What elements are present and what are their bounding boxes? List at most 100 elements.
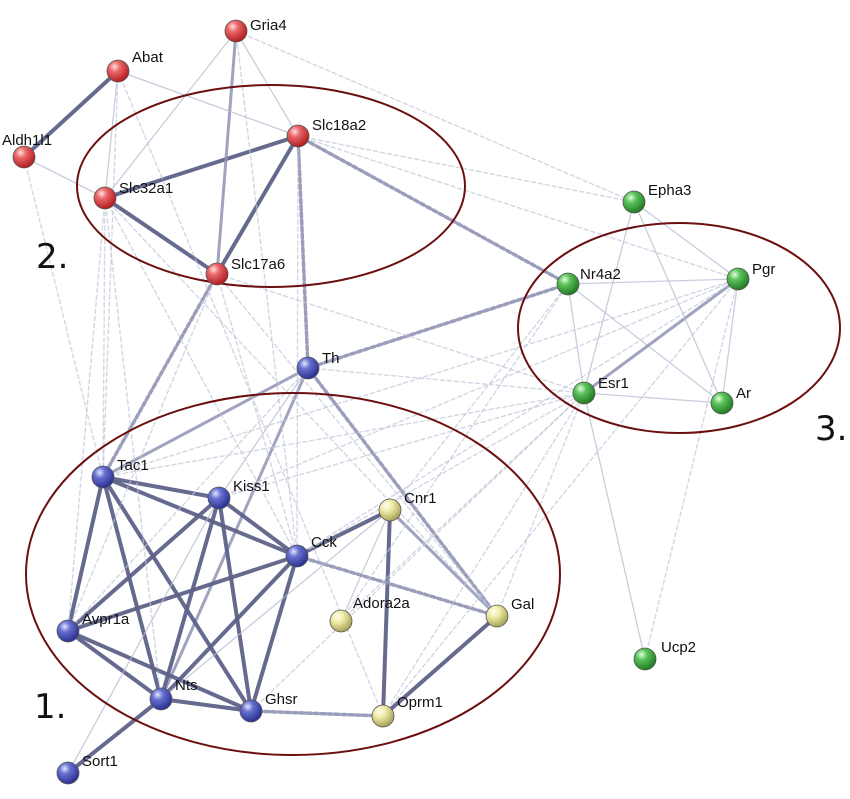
node-cck[interactable]: Cck xyxy=(285,534,337,568)
node-aldh1l1[interactable]: Aldh1l1 xyxy=(2,132,52,169)
node-ar[interactable]: Ar xyxy=(710,385,751,415)
cluster-2-label: 2. xyxy=(36,237,68,277)
node-ball-esr1[interactable] xyxy=(572,381,596,405)
edge-slc18a2-th xyxy=(296,134,310,370)
edge-th-avpr1a xyxy=(67,367,309,632)
node-ball-pgr[interactable] xyxy=(726,267,750,291)
node-ball-th[interactable] xyxy=(296,356,320,380)
node-ghsr[interactable]: Ghsr xyxy=(239,691,298,723)
node-label-adora2a: Adora2a xyxy=(353,595,410,612)
edge-cck-gal xyxy=(295,554,499,618)
node-oprm1[interactable]: Oprm1 xyxy=(371,694,443,728)
node-sort1[interactable]: Sort1 xyxy=(56,753,118,785)
node-label-cck: Cck xyxy=(311,534,337,551)
edge-cck-nts xyxy=(159,554,299,701)
edge-th-esr1 xyxy=(307,367,585,394)
node-ball-slc17a6[interactable] xyxy=(205,262,229,286)
edge-epha3-ar xyxy=(633,201,723,404)
edge-tac1-kiss1 xyxy=(101,475,221,500)
node-nts[interactable]: Nts xyxy=(149,677,198,711)
edge-cck-ghsr xyxy=(249,554,299,713)
node-pgr[interactable]: Pgr xyxy=(726,261,775,291)
edge-th-tac1 xyxy=(101,366,310,479)
edge-nts-sort1 xyxy=(66,697,163,775)
edge-slc32a1-nts xyxy=(104,197,162,700)
node-label-pgr: Pgr xyxy=(752,261,775,278)
node-epha3[interactable]: Epha3 xyxy=(622,182,691,214)
edge-th-gal xyxy=(306,366,499,618)
edge-tac1-esr1 xyxy=(102,392,585,478)
edge-kiss1-pgr xyxy=(218,278,739,499)
edge-slc32a1-avpr1a xyxy=(67,197,106,632)
edge-ucp2-pgr xyxy=(644,278,739,660)
node-label-nr4a2: Nr4a2 xyxy=(580,266,621,283)
edge-epha3-pgr xyxy=(633,201,739,280)
node-ball-abat[interactable] xyxy=(106,59,130,83)
node-ball-cck[interactable] xyxy=(285,544,309,568)
node-label-aldh1l1: Aldh1l1 xyxy=(2,132,52,149)
edge-cnr1-gal xyxy=(388,508,499,618)
node-tac1[interactable]: Tac1 xyxy=(91,457,149,489)
node-ball-slc18a2[interactable] xyxy=(286,124,310,148)
edge-abat-aldh1l1 xyxy=(22,69,120,159)
edge-pgr-esr1 xyxy=(582,277,740,395)
edge-nts-ghsr xyxy=(159,697,253,713)
node-avpr1a[interactable]: Avpr1a xyxy=(56,611,130,643)
node-ball-gria4[interactable] xyxy=(224,19,248,43)
node-ball-oprm1[interactable] xyxy=(371,704,395,728)
node-ball-tac1[interactable] xyxy=(91,465,115,489)
edge-gria4-slc32a1 xyxy=(104,30,237,199)
edge-abat-slc18a2 xyxy=(117,70,299,137)
node-ball-nts[interactable] xyxy=(149,687,173,711)
node-abat[interactable]: Abat xyxy=(106,49,164,83)
edge-gria4-slc18a2 xyxy=(235,30,299,137)
node-ball-nr4a2[interactable] xyxy=(556,272,580,296)
node-ball-ghsr[interactable] xyxy=(239,699,263,723)
node-cnr1[interactable]: Cnr1 xyxy=(378,490,437,522)
node-gal[interactable]: Gal xyxy=(485,596,534,628)
node-ball-gal[interactable] xyxy=(485,604,509,628)
edge-avpr1a-nts xyxy=(66,629,163,701)
node-ball-kiss1[interactable] xyxy=(207,486,231,510)
node-ball-ar[interactable] xyxy=(710,391,734,415)
node-label-epha3: Epha3 xyxy=(648,182,691,199)
edge-cck-pgr xyxy=(296,278,739,557)
node-ball-avpr1a[interactable] xyxy=(56,619,80,643)
node-kiss1[interactable]: Kiss1 xyxy=(207,478,270,510)
edge-kiss1-ghsr xyxy=(217,496,253,713)
edge-nr4a2-esr1 xyxy=(567,283,585,394)
edge-slc18a2-epha3 xyxy=(297,135,635,203)
edge-gria4-cck xyxy=(235,30,298,557)
node-slc17a6[interactable]: Slc17a6 xyxy=(205,256,285,286)
node-label-gal: Gal xyxy=(511,596,534,613)
node-gria4[interactable]: Gria4 xyxy=(224,17,287,43)
node-nr4a2[interactable]: Nr4a2 xyxy=(556,266,621,296)
node-ball-aldh1l1[interactable] xyxy=(12,145,36,169)
node-ball-epha3[interactable] xyxy=(622,190,646,214)
node-slc32a1[interactable]: Slc32a1 xyxy=(93,180,173,210)
node-ball-slc32a1[interactable] xyxy=(93,186,117,210)
edge-oprm1-esr1 xyxy=(382,392,585,717)
edge-nr4a2-ar xyxy=(567,283,723,404)
node-esr1[interactable]: Esr1 xyxy=(572,375,629,405)
edge-nr4a2-th xyxy=(306,282,570,370)
edge-cnr1-nr4a2 xyxy=(389,283,569,511)
node-label-esr1: Esr1 xyxy=(598,375,629,392)
node-ball-sort1[interactable] xyxy=(56,761,80,785)
node-slc18a2[interactable]: Slc18a2 xyxy=(286,117,366,148)
node-label-tac1: Tac1 xyxy=(117,457,149,474)
node-ball-adora2a[interactable] xyxy=(329,609,353,633)
node-adora2a[interactable]: Adora2a xyxy=(329,595,410,633)
node-ball-cnr1[interactable] xyxy=(378,498,402,522)
node-label-sort1: Sort1 xyxy=(82,753,118,770)
edge-sort1-kiss1 xyxy=(67,497,220,774)
node-ucp2[interactable]: Ucp2 xyxy=(633,639,696,671)
node-th[interactable]: Th xyxy=(296,350,340,380)
node-label-ar: Ar xyxy=(736,385,751,402)
node-label-abat: Abat xyxy=(132,49,164,66)
edge-slc32a1-slc18a2 xyxy=(103,134,300,200)
edge-tac1-nts xyxy=(101,475,163,701)
node-ball-ucp2[interactable] xyxy=(633,647,657,671)
edge-abat-oprm1 xyxy=(117,70,384,717)
